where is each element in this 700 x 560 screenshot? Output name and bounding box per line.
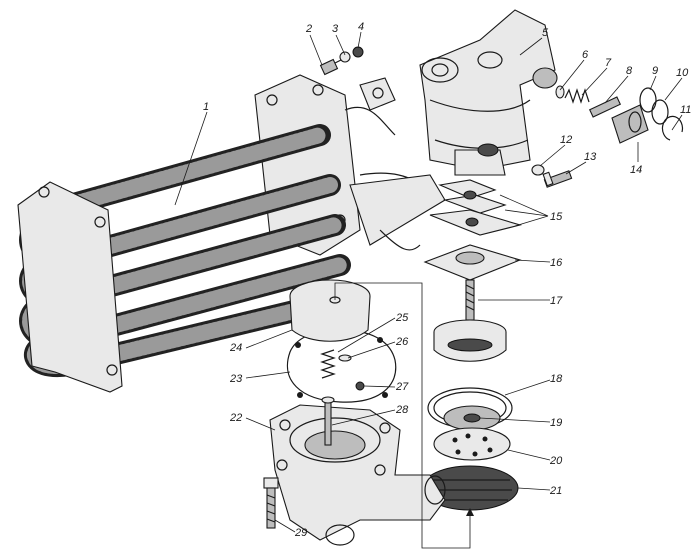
part-16-impeller <box>423 244 522 281</box>
callout-1: 1 <box>203 101 209 113</box>
callout-10: 10 <box>676 67 689 79</box>
callout-4: 4 <box>358 21 364 33</box>
part-14-valve-plug <box>611 104 649 144</box>
callout-8: 8 <box>626 65 633 77</box>
part-15-fan-blades <box>429 179 523 236</box>
part-7-spring <box>564 88 590 104</box>
callout-6: 6 <box>582 49 589 61</box>
part-9-o-ring <box>639 87 657 113</box>
callout-19: 19 <box>550 417 562 429</box>
callout-2: 2 <box>305 23 312 35</box>
part-6-washer <box>555 85 565 99</box>
callout-12: 12 <box>560 134 572 146</box>
assembly-path-line <box>334 282 471 549</box>
part-26-washer <box>338 354 352 362</box>
part-11-clip <box>661 115 684 141</box>
callout-27: 27 <box>395 381 409 393</box>
callout-16: 16 <box>550 257 563 269</box>
callout-3: 3 <box>332 23 339 35</box>
part-1-heat-exchanger <box>17 74 446 393</box>
callout-5: 5 <box>542 27 549 39</box>
part-28-valve-stem <box>321 396 335 446</box>
part-19-disk <box>443 405 501 431</box>
callout-labels: 1 2 3 4 5 6 7 8 9 10 11 12 13 14 15 16 1… <box>203 21 691 539</box>
callout-28: 28 <box>395 404 409 416</box>
part-22-pump-housing <box>269 404 446 546</box>
callout-13: 13 <box>584 151 597 163</box>
callout-22: 22 <box>229 412 242 424</box>
part-17-shaft-assembly <box>433 279 507 362</box>
part-2-bolt <box>319 57 346 76</box>
callout-29: 29 <box>294 527 307 539</box>
part-3-washer <box>339 51 351 63</box>
callout-14: 14 <box>630 164 642 176</box>
leader-lines <box>174 31 683 533</box>
callout-21: 21 <box>549 485 562 497</box>
callout-25: 25 <box>395 312 409 324</box>
callout-9: 9 <box>652 65 658 77</box>
part-24-cover <box>289 279 371 342</box>
callout-26: 26 <box>395 336 409 348</box>
callout-7: 7 <box>605 57 612 69</box>
callout-20: 20 <box>549 455 563 467</box>
part-27-pin <box>355 381 365 391</box>
part-13-screw <box>542 170 573 188</box>
callout-18: 18 <box>550 373 563 385</box>
callout-17: 17 <box>550 295 563 307</box>
callout-23: 23 <box>229 373 243 385</box>
part-29-bolt <box>263 477 279 529</box>
part-10-o-ring <box>651 99 669 125</box>
part-12-washer <box>531 164 545 176</box>
callout-11: 11 <box>680 104 691 116</box>
part-20-diaphragm <box>433 427 511 461</box>
callout-15: 15 <box>550 211 563 223</box>
part-8-plunger-rod <box>588 96 622 118</box>
part-25-spring <box>320 349 336 379</box>
part-4-washer <box>352 46 364 58</box>
part-5-valve-body <box>419 9 558 176</box>
callout-24: 24 <box>229 342 242 354</box>
